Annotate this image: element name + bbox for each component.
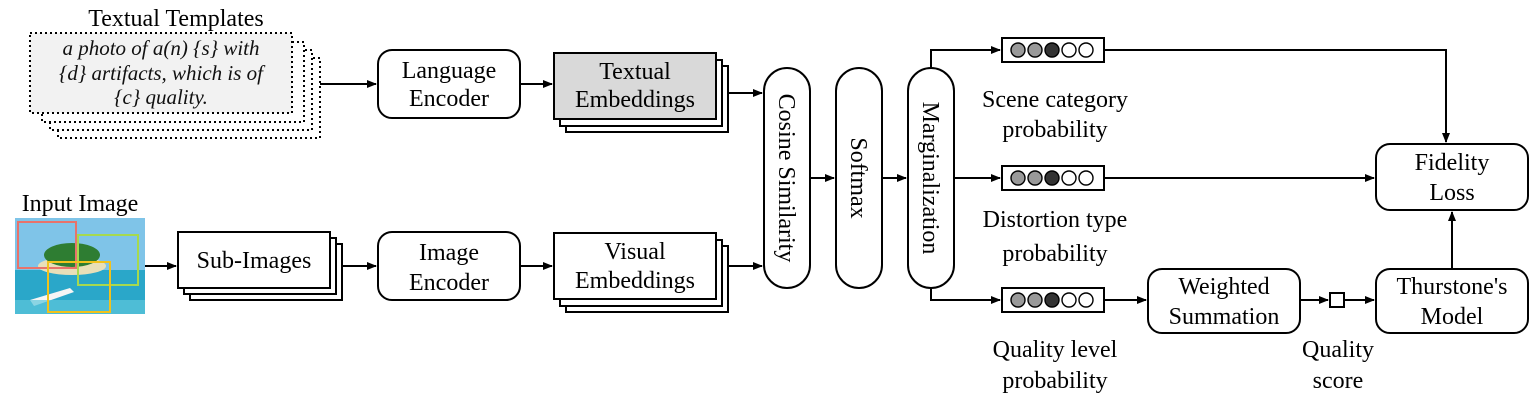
language-encoder-label-2: Encoder (409, 86, 489, 112)
scene-prob-dot-2 (1027, 42, 1043, 58)
scene-prob-dot-5 (1078, 42, 1094, 58)
visual-embeddings-box (553, 232, 717, 300)
weighted-summation-label-2: Summation (1169, 304, 1280, 330)
quality-score-node (1329, 292, 1345, 308)
scene-prob-dot-4 (1061, 42, 1077, 58)
arrow-marginalization-to-quality-prob (930, 288, 1001, 304)
distortion-prob-dot-5 (1078, 170, 1094, 186)
image-island-trees (44, 243, 100, 267)
textual-embeddings-label-1: Textual (599, 59, 671, 85)
visual-embeddings-label-2: Embeddings (575, 268, 695, 294)
distortion-prob-dot-4 (1061, 170, 1077, 186)
quality-probability-vector (1001, 287, 1105, 313)
language-encoder-label-1: Language (402, 58, 497, 84)
input-image-title: Input Image (22, 191, 139, 217)
scene-prob-label-2: probability (1002, 117, 1107, 143)
distortion-prob-dot-2 (1027, 170, 1043, 186)
marginalization-label: Marginalization (917, 102, 943, 255)
textual-embeddings-label-2: Embeddings (575, 87, 695, 113)
quality-score-label-1: Quality (1302, 337, 1374, 363)
softmax-label: Softmax (845, 137, 871, 218)
distortion-prob-label-1: Distortion type (983, 207, 1128, 233)
cosine-similarity-label: Cosine Similarity (773, 94, 799, 263)
template-text-line2: {d} artifacts, which is of (59, 61, 266, 85)
visual-embeddings-label-1: Visual (604, 239, 666, 265)
quality-prob-dot-3 (1044, 292, 1060, 308)
arrow-marginalization-to-scene-prob (930, 46, 1001, 68)
distortion-prob-label-2: probability (1002, 241, 1107, 267)
scene-probability-vector (1001, 37, 1105, 63)
distortion-prob-dot-3 (1044, 170, 1060, 186)
arrow-scene-prob-to-fidelity (1104, 49, 1450, 143)
template-text-line3: {c} quality. (114, 85, 208, 109)
weighted-summation-label-1: Weighted (1178, 274, 1269, 300)
template-card-front (29, 32, 293, 114)
quality-prob-dot-1 (1010, 292, 1026, 308)
template-text-line1: a photo of a(n) {s} with (62, 36, 259, 60)
image-encoder-label-2: Encoder (409, 270, 489, 296)
quality-prob-label-2: probability (1002, 368, 1107, 394)
scene-prob-dot-1 (1010, 42, 1026, 58)
distortion-probability-vector (1001, 165, 1105, 191)
input-image (15, 218, 145, 314)
image-encoder-label-1: Image (419, 240, 479, 266)
thurstone-label-2: Model (1421, 304, 1484, 330)
textual-templates-title: Textual Templates (88, 6, 263, 32)
sub-image-frame-yellow (47, 261, 111, 313)
sub-images-box (177, 231, 331, 289)
distortion-prob-dot-1 (1010, 170, 1026, 186)
sub-image-frame-green (77, 234, 139, 286)
quality-prob-dot-2 (1027, 292, 1043, 308)
fidelity-loss-box (1375, 143, 1529, 211)
scene-prob-dot-3 (1044, 42, 1060, 58)
fidelity-loss-label-2: Loss (1429, 180, 1474, 206)
textual-embeddings-box (553, 52, 717, 120)
fidelity-loss-label-1: Fidelity (1415, 150, 1490, 176)
sub-images-label: Sub-Images (197, 248, 312, 274)
scene-prob-label-1: Scene category (982, 87, 1128, 113)
quality-prob-dot-4 (1061, 292, 1077, 308)
quality-prob-dot-5 (1078, 292, 1094, 308)
quality-score-label-2: score (1313, 368, 1364, 394)
thurstone-label-1: Thurstone's (1397, 274, 1508, 300)
quality-prob-label-1: Quality level (993, 337, 1118, 363)
